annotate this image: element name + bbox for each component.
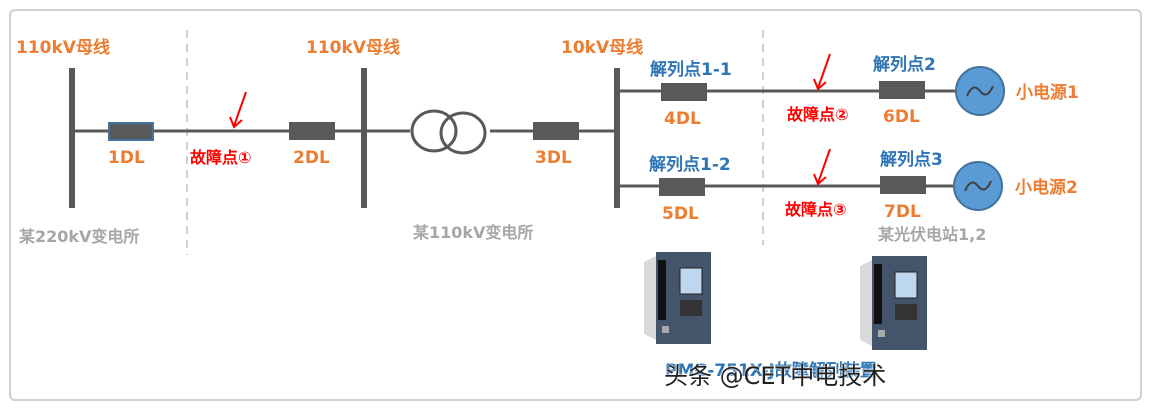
fault-point-1: 故障点①	[190, 148, 252, 167]
fault-arrow-1-icon	[229, 91, 247, 129]
protection-device-1-icon	[644, 252, 711, 344]
source-label-1: 小电源1	[1016, 83, 1079, 103]
split-point-1-1: 解列点1-1	[650, 60, 732, 80]
breaker-6dl	[879, 81, 925, 99]
small-source-1-icon	[955, 66, 1005, 116]
fault-point-3: 故障点③	[785, 200, 847, 219]
split-point-2: 解列点2	[873, 55, 936, 75]
small-source-2-icon	[953, 161, 1003, 211]
breaker-2dl	[289, 122, 335, 140]
split-point-3: 解列点3	[880, 150, 943, 170]
station-220kv: 某220kV变电所	[19, 227, 140, 246]
fault-arrow-3-icon	[813, 148, 831, 186]
bus-label-left: 110kV母线	[16, 38, 110, 58]
breaker-7dl	[880, 176, 926, 194]
diagram-frame	[9, 9, 1142, 401]
breaker-label-5dl: 5DL	[662, 204, 699, 224]
breaker-4dl	[661, 83, 707, 101]
protection-device-2-icon	[860, 256, 927, 350]
bus-110kv-left	[69, 68, 75, 208]
breaker-label-6dl: 6DL	[883, 107, 920, 127]
transformer-icon	[410, 109, 490, 155]
bus-110kv-mid	[361, 68, 367, 208]
breaker-label-2dl: 2DL	[293, 148, 330, 168]
station-pv: 某光伏电站1,2	[878, 225, 987, 244]
breaker-label-4dl: 4DL	[664, 109, 701, 129]
breaker-label-7dl: 7DL	[884, 202, 921, 222]
fault-arrow-2-icon	[813, 53, 831, 91]
fault-point-2: 故障点②	[787, 105, 849, 124]
source-label-2: 小电源2	[1015, 178, 1078, 198]
breaker-3dl	[533, 122, 579, 140]
station-110kv: 某110kV变电所	[413, 223, 534, 242]
breaker-label-1dl: 1DL	[108, 148, 145, 168]
bus-label-10kv: 10kV母线	[561, 38, 644, 58]
bus-label-110kv: 110kV母线	[306, 38, 400, 58]
breaker-label-3dl: 3DL	[535, 148, 572, 168]
bus-10kv	[614, 68, 620, 208]
breaker-1dl	[108, 122, 154, 141]
breaker-5dl	[659, 178, 705, 196]
split-point-1-2: 解列点1-2	[649, 155, 731, 175]
watermark: 头条 @CET中电技术	[664, 362, 887, 390]
device-caption: PMC-751X-J故障解列装置	[665, 361, 877, 381]
